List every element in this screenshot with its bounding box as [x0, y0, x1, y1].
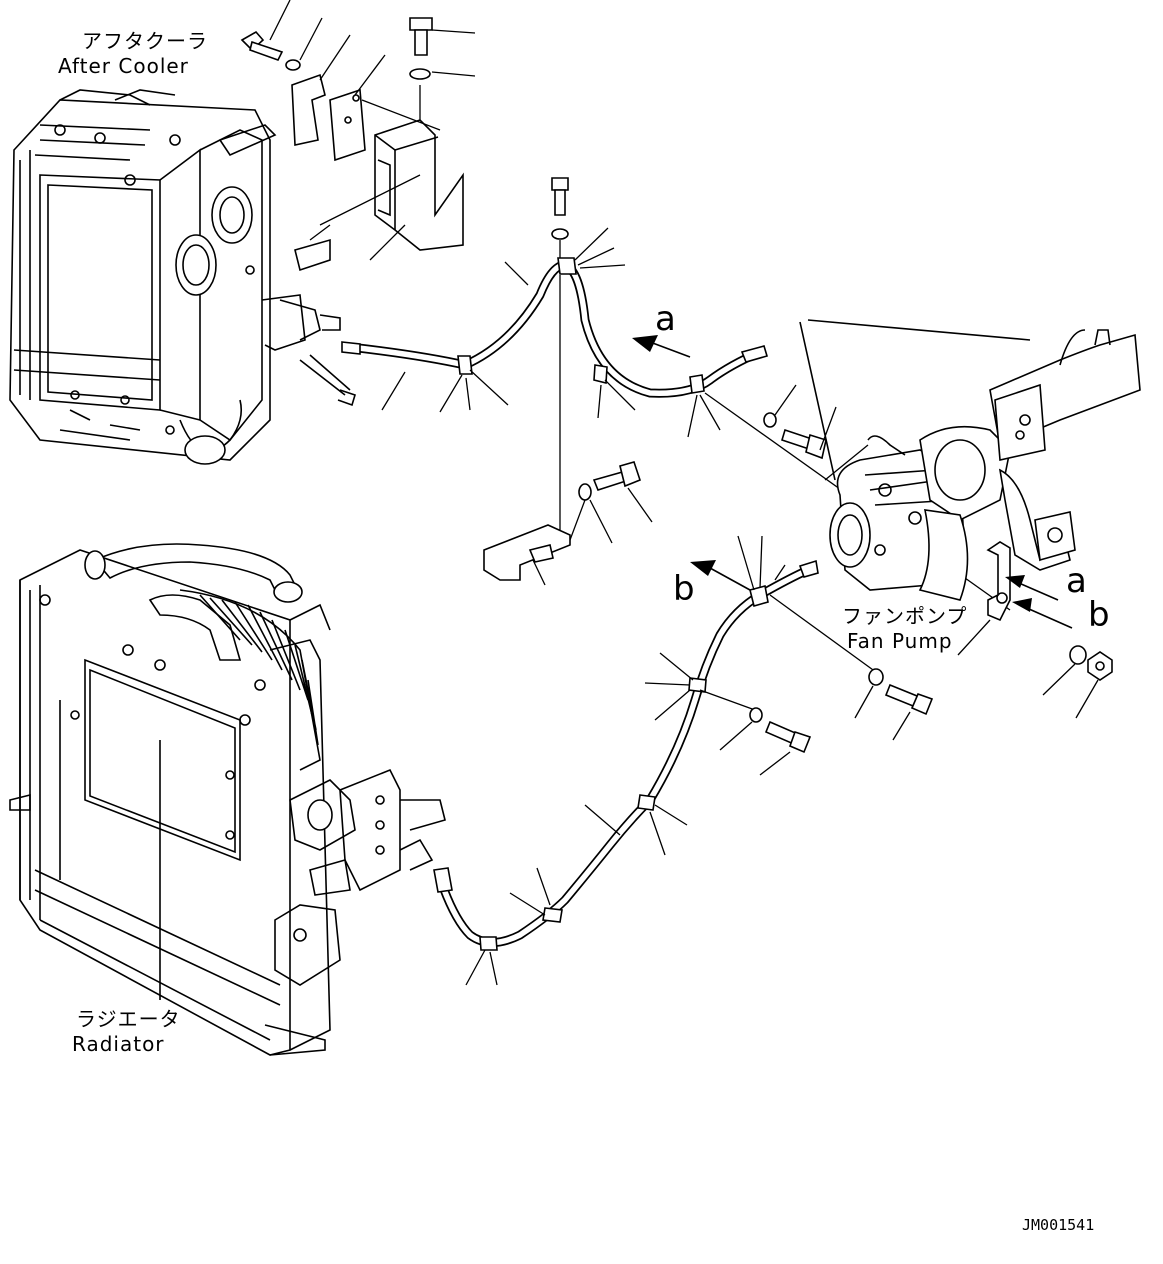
after-cooler-assembly — [9, 89, 356, 465]
radiator-label-jp: ラジエータ — [76, 1007, 181, 1031]
top-bracket-hardware — [240, 0, 476, 261]
radiator-label-en: Radiator — [72, 1032, 165, 1056]
after-cooler-label-en: After Cooler — [58, 54, 189, 78]
bracket-arrow-b-label: b — [1088, 595, 1111, 635]
drawing-code: JM001541 — [1022, 1216, 1095, 1234]
bracket-arrow-a-label: a — [1066, 561, 1088, 601]
view-arrow-a-label: a — [655, 299, 677, 339]
after-cooler-label-jp: アフタクーラ — [82, 29, 208, 53]
radiator-assembly — [9, 543, 446, 1056]
lower-hose — [433, 535, 934, 986]
view-arrow-b-label: b — [673, 569, 696, 609]
upper-hose — [341, 177, 1011, 611]
view-arrows — [632, 335, 751, 591]
hose-bracket — [483, 461, 653, 586]
fan-pump-label-jp: ファンポンプ — [842, 604, 968, 628]
fan-pump-label-en: Fan Pump — [847, 629, 953, 653]
fan-pump-assembly — [799, 319, 1141, 719]
